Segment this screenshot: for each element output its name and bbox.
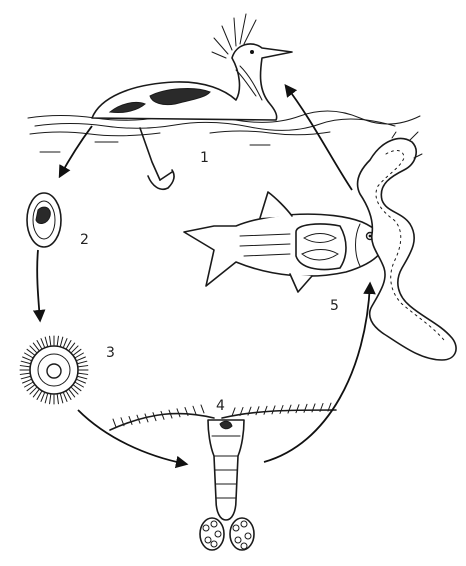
coracidium-icon (20, 336, 88, 404)
grebe-bird-icon (92, 14, 292, 189)
stage-label-4: 4 (216, 398, 225, 414)
copepod-icon (110, 403, 336, 550)
arrow-4-to-5 (264, 284, 370, 462)
stage-label-2: 2 (80, 232, 89, 248)
fish-icon (184, 192, 384, 292)
arrow-2-to-3 (37, 250, 40, 320)
arrow-5-to-1 (286, 86, 352, 190)
stage-label-5: 5 (330, 298, 339, 314)
stage-label-1: 1 (200, 150, 209, 166)
arrow-1-to-2 (60, 126, 92, 176)
egg-icon (27, 193, 61, 247)
arrow-3-to-4 (78, 410, 186, 464)
stage-label-3: 3 (106, 345, 115, 361)
